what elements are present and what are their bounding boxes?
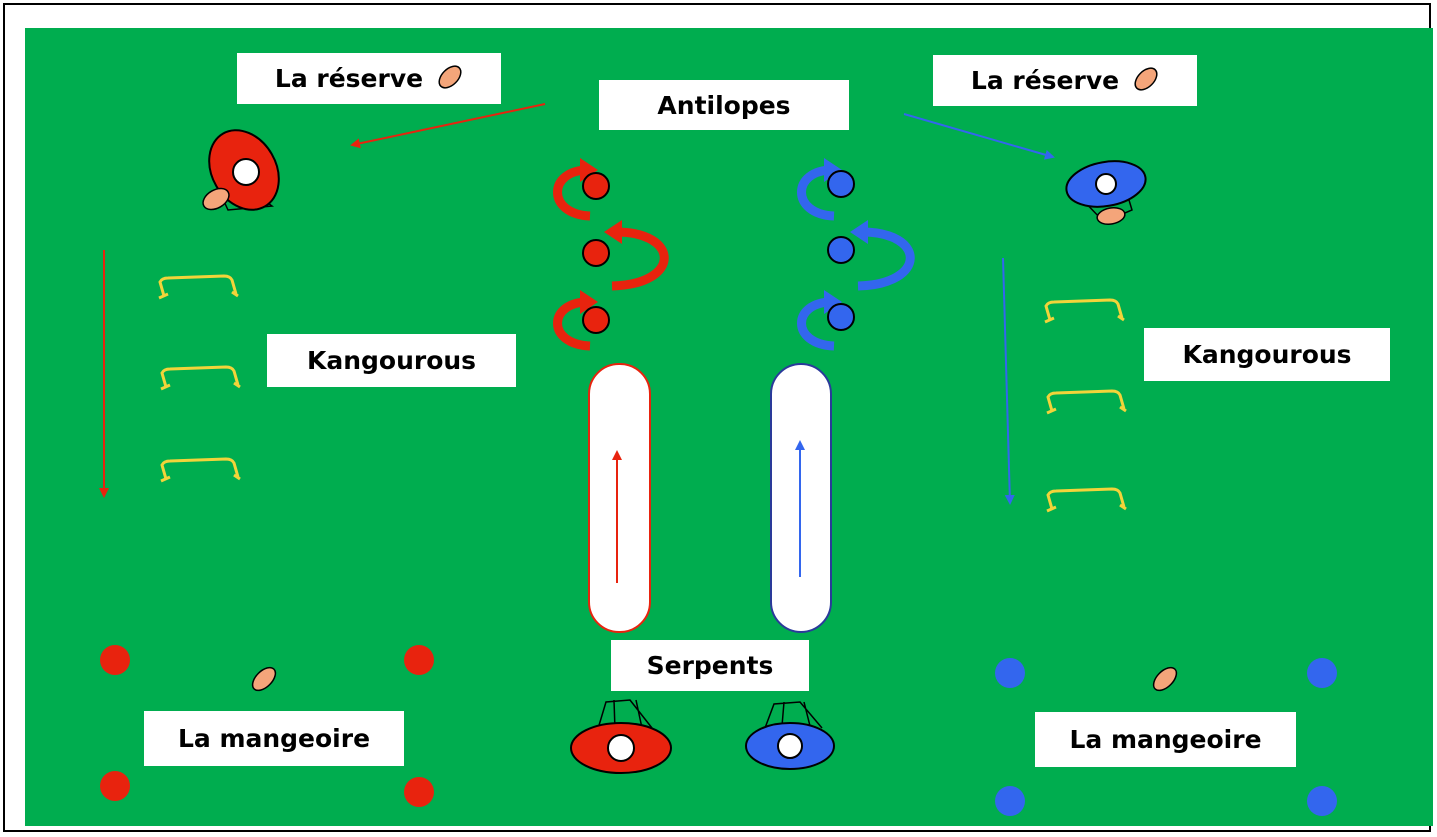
ball-icon [1152, 666, 1178, 692]
mangeoire-left-label: La mangeoire [144, 711, 404, 766]
player-marker-icon [1307, 786, 1337, 816]
player-marker-icon [582, 172, 610, 200]
loop-arrow-icon [553, 297, 591, 351]
mangeoire-right-text: La mangeoire [1069, 725, 1262, 754]
player-marker-icon [995, 658, 1025, 688]
ball-icon [437, 62, 463, 96]
loop-arrow-icon [611, 227, 669, 291]
antilopes-label: Antilopes [599, 80, 849, 130]
reserve-right-label: La réserve [933, 55, 1197, 106]
loop-arrow-icon [797, 297, 835, 351]
hurdle-icon [1045, 487, 1128, 513]
kangourous-left-text: Kangourous [306, 346, 477, 375]
arrow-to-reserve-left [350, 103, 546, 149]
serpents-text: Serpents [646, 651, 774, 680]
player-marker-icon [1307, 658, 1337, 688]
player-marker-icon [995, 786, 1025, 816]
player-marker-icon [582, 239, 610, 267]
kangourous-left-label: Kangourous [267, 334, 516, 387]
antilopes-blue [797, 158, 915, 351]
hurdle-icon [1043, 298, 1126, 324]
cone-icon [745, 701, 835, 770]
reserve-right-text: La réserve [970, 66, 1120, 95]
player-marker-icon [827, 170, 855, 198]
player-marker-icon [100, 645, 130, 675]
player-marker-icon [404, 777, 434, 807]
player-marker-icon [404, 645, 434, 675]
mangeoire-left-text: La mangeoire [177, 724, 371, 753]
arrow-kangourous-right [1002, 257, 1015, 505]
ball-icon [1133, 64, 1159, 98]
player-marker-icon [100, 771, 130, 801]
hurdle-icon [159, 365, 242, 391]
loop-arrow-icon [857, 227, 915, 291]
player-marker-icon [582, 306, 610, 334]
serpents-lane-blue [770, 363, 832, 633]
mangeoire-left [100, 645, 434, 807]
hurdle-icon [1045, 389, 1128, 415]
antilopes-text: Antilopes [657, 90, 791, 120]
cone-icon [1065, 160, 1147, 225]
ball-icon [251, 666, 277, 692]
loop-arrow-icon [553, 165, 591, 221]
mangeoire-right [995, 658, 1337, 816]
serpents-lane-red [588, 363, 651, 633]
hurdle-icon [157, 274, 240, 300]
cone-icon [570, 699, 672, 774]
cone-icon [202, 129, 280, 211]
reserve-left-text: La réserve [274, 64, 424, 93]
hurdle-icon [159, 457, 242, 483]
player-marker-icon [827, 303, 855, 331]
loop-arrow-icon [797, 165, 835, 221]
reserve-left-label: La réserve [237, 53, 501, 104]
kangourous-right-label: Kangourous [1144, 328, 1390, 381]
arrow-to-reserve-right [903, 113, 1055, 160]
player-marker-icon [827, 236, 855, 264]
antilopes-red [553, 158, 669, 351]
serpents-label: Serpents [611, 640, 809, 691]
mangeoire-right-label: La mangeoire [1035, 712, 1296, 767]
kangourous-right-text: Kangourous [1182, 340, 1352, 369]
